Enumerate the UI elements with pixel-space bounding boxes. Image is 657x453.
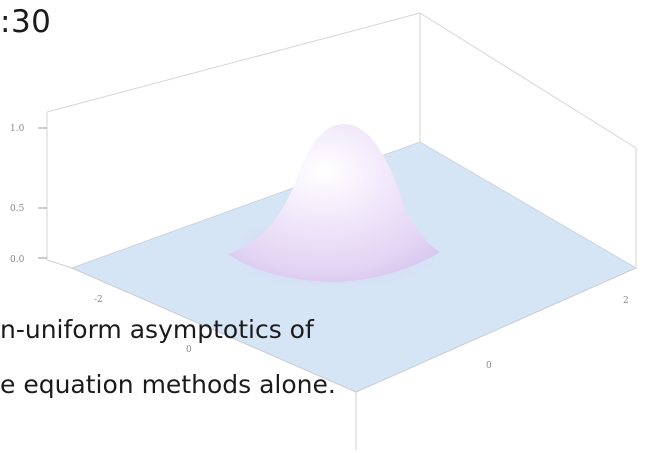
y-tick-label: 0 [486,361,492,371]
y-tick-label: 2 [623,296,629,306]
slide-text-line-1: :30 [0,4,52,40]
x-tick-label: -2 [94,295,103,305]
slide-text-line-3: e equation methods alone. [0,370,336,399]
gaussian-hill [228,124,440,282]
z-axis-ticks [38,127,47,259]
z-tick-label: 0.5 [10,204,25,214]
x-tick-label: 0 [186,345,192,355]
slide-text-line-2: n-uniform asymptotics of [0,315,314,344]
box-back-edges [46,12,637,268]
box-front-edges [46,259,637,450]
z-tick-label: 0.0 [10,255,25,265]
z-tick-label: 1.0 [10,124,25,134]
